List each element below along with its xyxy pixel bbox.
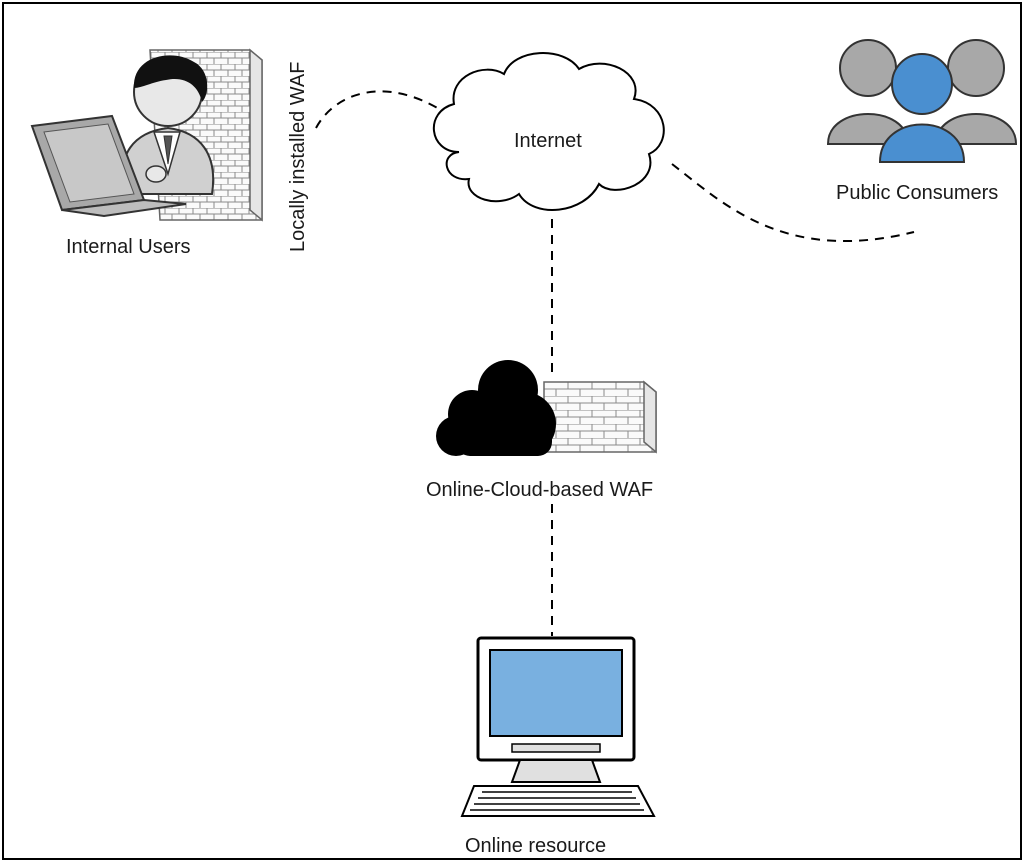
cloud-waf-label: Online-Cloud-based WAF [426,479,654,501]
connector-lines [315,90,915,636]
desktop-computer-icon [460,636,656,817]
local-waf-label: Locally installed WAF [287,61,309,252]
internal-users-label: Internal Users [66,236,191,258]
connector-internal-to-internet [315,90,445,129]
cloud-firewall-icon [436,360,657,456]
network-diagram [30,39,1018,817]
user-laptop-icon [30,55,215,218]
online-resource-label: Online resource [465,835,607,857]
connector-internet-to-public [671,163,915,242]
public-consumers-label: Public Consumers [836,182,999,204]
cloud-icon [432,52,665,211]
internet-label: Internet [514,130,582,152]
users-group-icon [826,39,1018,163]
